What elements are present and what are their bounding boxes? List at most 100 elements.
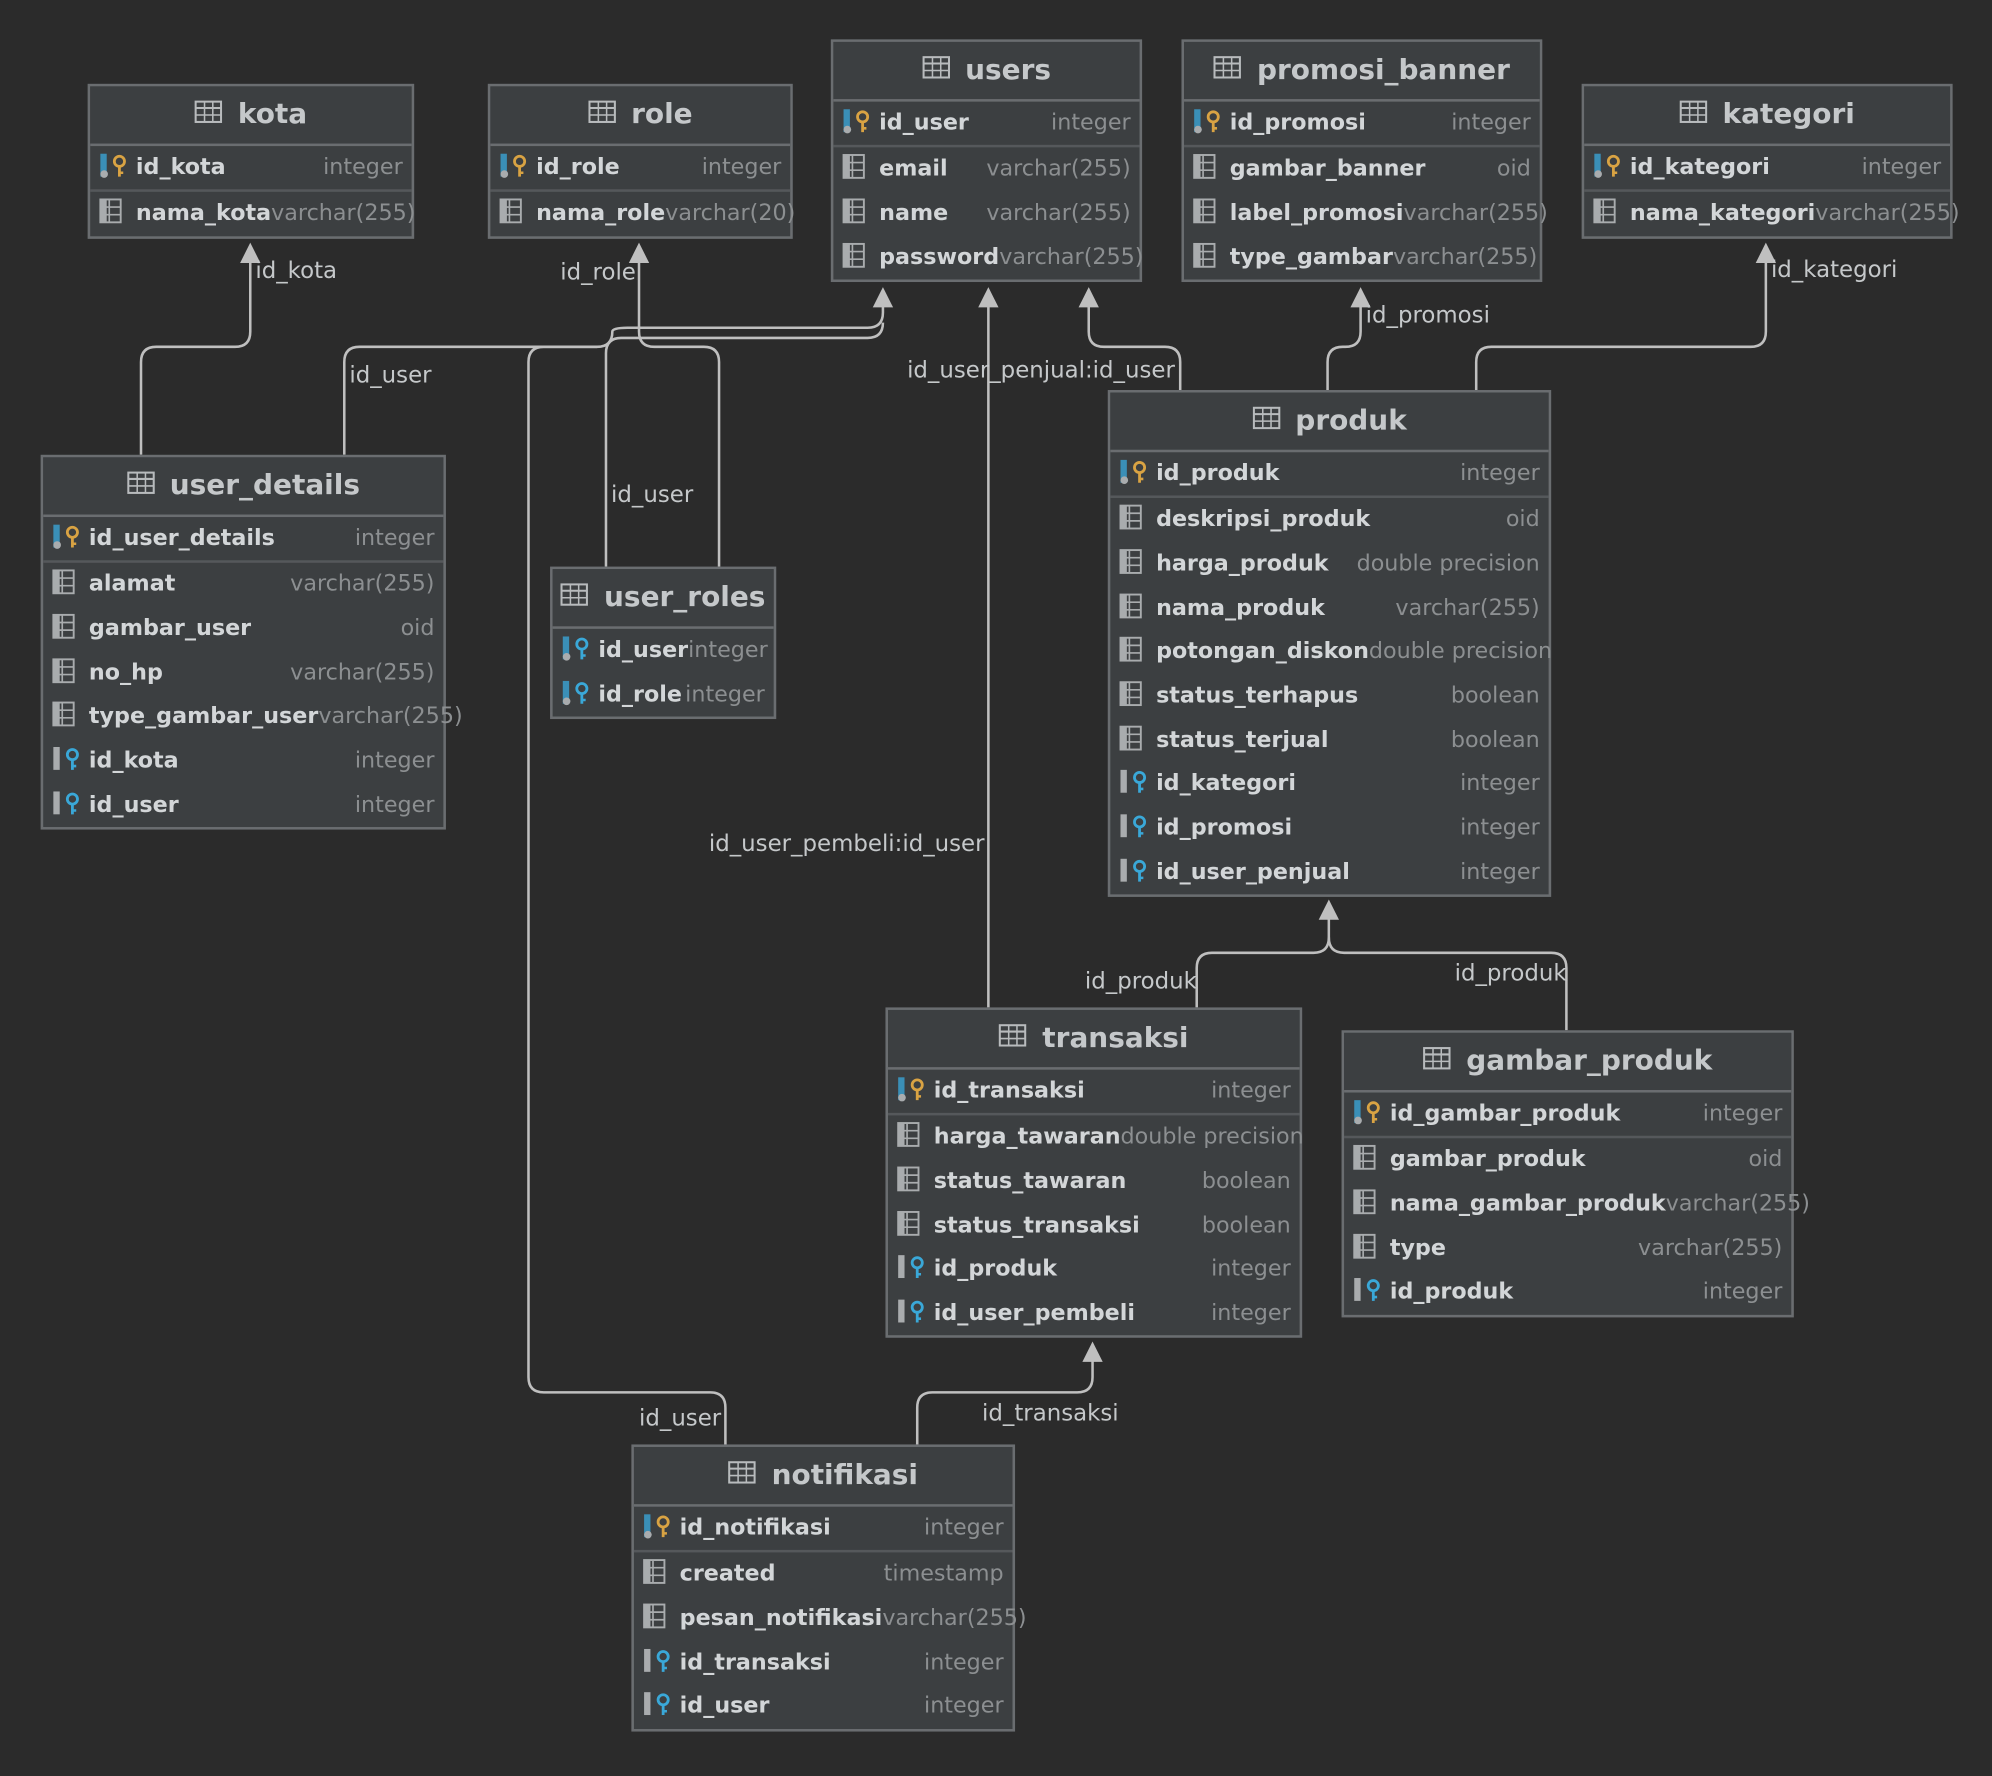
table-header[interactable]: produk xyxy=(1110,392,1549,453)
table-header[interactable]: kategori xyxy=(1584,86,1951,147)
primary-key-icon xyxy=(1118,457,1156,490)
table-header[interactable]: user_roles xyxy=(552,569,774,629)
table-icon xyxy=(588,99,616,131)
table-header[interactable]: user_details xyxy=(43,457,444,518)
column-name: id_user xyxy=(879,110,969,136)
column-name: nama_produk xyxy=(1156,595,1325,621)
table-header[interactable]: transaksi xyxy=(888,1009,1300,1070)
column-type: double precision xyxy=(1368,639,1553,665)
table-header[interactable]: users xyxy=(833,41,1140,102)
column-icon xyxy=(1352,1188,1390,1221)
column-name: type_gambar xyxy=(1229,244,1393,271)
foreign-key-icon xyxy=(642,1646,680,1679)
column-type: integer xyxy=(1451,110,1531,136)
table-header[interactable]: gambar_produk xyxy=(1344,1032,1792,1093)
table-header[interactable]: promosi_banner xyxy=(1184,41,1540,102)
column-icon xyxy=(1118,592,1156,625)
relation-label: id_kategori xyxy=(1770,256,1898,284)
table-header[interactable]: role xyxy=(490,86,791,147)
primary-foreign-key-icon xyxy=(560,634,598,667)
primary-foreign-key-icon xyxy=(560,678,598,711)
relation-label: id_role xyxy=(560,259,636,286)
column-type: varchar(255) xyxy=(318,704,463,730)
foreign-key-icon xyxy=(1118,856,1156,889)
relation-label: id_user xyxy=(349,362,432,389)
foreign-key-icon xyxy=(896,1253,934,1286)
primary-key-icon xyxy=(1592,151,1630,184)
column-icon xyxy=(1352,1232,1390,1265)
column-type: integer xyxy=(1211,1301,1291,1327)
table-header[interactable]: kota xyxy=(90,86,412,147)
relation-line-notif-users xyxy=(527,345,727,1445)
column-type: oid xyxy=(1748,1147,1783,1174)
table-icon xyxy=(1214,55,1242,87)
column-type: integer xyxy=(1460,859,1540,886)
table-header[interactable]: notifikasi xyxy=(633,1446,1013,1507)
foreign-key-icon xyxy=(896,1297,934,1330)
column-name: nama_kategori xyxy=(1629,201,1816,227)
column-name: id_user_details xyxy=(88,525,275,552)
column-type: integer xyxy=(323,154,403,181)
